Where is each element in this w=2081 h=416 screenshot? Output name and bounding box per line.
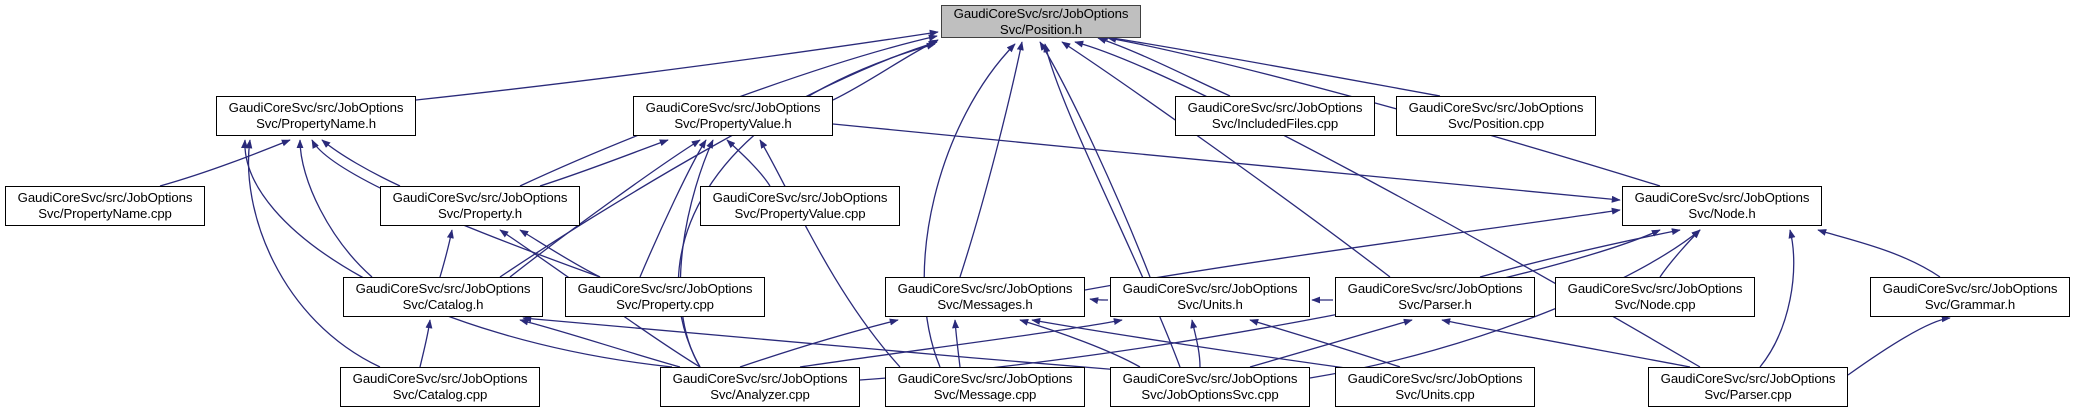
node-label-includedfiles_cpp: GaudiCoreSvc/src/JobOptions Svc/Included… (1187, 100, 1363, 131)
node-node_cpp[interactable]: GaudiCoreSvc/src/JobOptions Svc/Node.cpp (1555, 277, 1755, 317)
edge-position_cpp-to-position_h (1099, 33, 1441, 97)
edge-units_cpp-to-units_h (1249, 319, 1401, 368)
node-node_h[interactable]: GaudiCoreSvc/src/JobOptions Svc/Node.h (1622, 186, 1822, 226)
edge-catalog_h-to-property_h (439, 229, 454, 278)
edge-propertyvalue_h-to-node_h (832, 123, 1621, 203)
node-propertyname_cpp[interactable]: GaudiCoreSvc/src/JobOptions Svc/Property… (5, 186, 205, 226)
edge-joboptionssvc_cpp-to-node_h (1309, 229, 1701, 379)
node-propertyvalue_cpp[interactable]: GaudiCoreSvc/src/JobOptions Svc/Property… (700, 186, 900, 226)
node-label-parser_h: GaudiCoreSvc/src/JobOptions Svc/Parser.h (1347, 281, 1523, 312)
node-position_h[interactable]: GaudiCoreSvc/src/JobOptions Svc/Position… (941, 5, 1141, 38)
node-catalog_cpp[interactable]: GaudiCoreSvc/src/JobOptions Svc/Catalog.… (340, 367, 540, 407)
edge-parser_cpp-to-node_h (1759, 229, 1796, 368)
node-analyzer_cpp[interactable]: GaudiCoreSvc/src/JobOptions Svc/Analyzer… (660, 367, 860, 407)
node-units_cpp[interactable]: GaudiCoreSvc/src/JobOptions Svc/Units.cp… (1335, 367, 1535, 407)
edge-propertyname_cpp-to-propertyname_h (159, 139, 291, 187)
node-label-grammar_h: GaudiCoreSvc/src/JobOptions Svc/Grammar.… (1882, 281, 2058, 312)
edge-analyzer_cpp-to-catalog_h (519, 318, 681, 368)
edge-message_cpp-to-messages_h (952, 319, 961, 368)
node-label-message_cpp: GaudiCoreSvc/src/JobOptions Svc/Message.… (897, 371, 1073, 402)
node-label-joboptionssvc_cpp: GaudiCoreSvc/src/JobOptions Svc/JobOptio… (1122, 371, 1298, 402)
node-grammar_h[interactable]: GaudiCoreSvc/src/JobOptions Svc/Grammar.… (1870, 277, 2070, 317)
edge-catalog_h-to-propertyvalue_h (509, 139, 701, 278)
edge-catalog_cpp-to-propertyname_h (245, 139, 381, 368)
node-label-position_h: GaudiCoreSvc/src/JobOptions Svc/Position… (953, 5, 1129, 37)
edge-joboptionssvc_cpp-to-units_h (1190, 319, 1201, 368)
edge-parser_cpp-to-grammar_h (1847, 315, 1951, 376)
node-label-propertyvalue_h: GaudiCoreSvc/src/JobOptions Svc/Property… (645, 100, 821, 131)
node-label-catalog_cpp: GaudiCoreSvc/src/JobOptions Svc/Catalog.… (352, 371, 528, 402)
edge-propertyvalue_cpp-to-propertyvalue_h (726, 139, 771, 187)
edge-messages_h-to-position_h (959, 41, 1024, 278)
node-label-property_cpp: GaudiCoreSvc/src/JobOptions Svc/Property… (577, 281, 753, 312)
node-message_cpp[interactable]: GaudiCoreSvc/src/JobOptions Svc/Message.… (885, 367, 1085, 407)
edge-analyzer_cpp-to-messages_h (739, 318, 899, 368)
node-joboptionssvc_cpp[interactable]: GaudiCoreSvc/src/JobOptions Svc/JobOptio… (1110, 367, 1310, 407)
node-propertyname_h[interactable]: GaudiCoreSvc/src/JobOptions Svc/Property… (216, 96, 416, 136)
node-label-node_cpp: GaudiCoreSvc/src/JobOptions Svc/Node.cpp (1567, 281, 1743, 312)
node-messages_h[interactable]: GaudiCoreSvc/src/JobOptions Svc/Messages… (885, 277, 1085, 317)
edge-message_cpp-to-propertyvalue_h (759, 139, 901, 368)
node-label-units_cpp: GaudiCoreSvc/src/JobOptions Svc/Units.cp… (1347, 371, 1523, 402)
edge-catalog_h-to-position_h (499, 41, 938, 278)
edge-property_cpp-to-property_h (519, 229, 601, 278)
node-catalog_h[interactable]: GaudiCoreSvc/src/JobOptions Svc/Catalog.… (343, 277, 543, 317)
edge-analyzer_cpp-to-propertyname_h (241, 139, 673, 368)
node-label-position_cpp: GaudiCoreSvc/src/JobOptions Svc/Position… (1408, 100, 1584, 131)
node-label-propertyname_h: GaudiCoreSvc/src/JobOptions Svc/Property… (228, 100, 404, 131)
node-propertyvalue_h[interactable]: GaudiCoreSvc/src/JobOptions Svc/Property… (633, 96, 833, 136)
node-label-parser_cpp: GaudiCoreSvc/src/JobOptions Svc/Parser.c… (1660, 371, 1836, 402)
edge-catalog_cpp-to-catalog_h (419, 319, 433, 368)
edge-analyzer_cpp-to-propertyvalue_h (679, 139, 714, 368)
node-label-units_h: GaudiCoreSvc/src/JobOptions Svc/Units.h (1122, 281, 1298, 312)
node-label-catalog_h: GaudiCoreSvc/src/JobOptions Svc/Catalog.… (355, 281, 531, 312)
edge-includedfiles_cpp-to-position_h (1097, 37, 1231, 97)
edge-propertyname_h-to-position_h (415, 29, 939, 101)
edge-message_cpp-to-position_h (923, 43, 1016, 368)
node-label-node_h: GaudiCoreSvc/src/JobOptions Svc/Node.h (1634, 190, 1810, 221)
node-units_h[interactable]: GaudiCoreSvc/src/JobOptions Svc/Units.h (1110, 277, 1310, 317)
node-position_cpp[interactable]: GaudiCoreSvc/src/JobOptions Svc/Position… (1396, 96, 1596, 136)
edge-parser_h-to-position_h (1061, 41, 1391, 278)
node-property_h[interactable]: GaudiCoreSvc/src/JobOptions Svc/Property… (380, 186, 580, 226)
edge-property_cpp-to-propertyvalue_h (639, 139, 707, 278)
node-label-propertyname_cpp: GaudiCoreSvc/src/JobOptions Svc/Property… (17, 190, 193, 221)
edge-parser_cpp-to-position_h (1074, 40, 1701, 368)
node-parser_cpp[interactable]: GaudiCoreSvc/src/JobOptions Svc/Parser.c… (1648, 367, 1848, 407)
node-label-propertyvalue_cpp: GaudiCoreSvc/src/JobOptions Svc/Property… (712, 190, 888, 221)
node-property_cpp[interactable]: GaudiCoreSvc/src/JobOptions Svc/Property… (565, 277, 765, 317)
edge-catalog_h-to-propertyname_h (296, 139, 373, 278)
node-label-messages_h: GaudiCoreSvc/src/JobOptions Svc/Messages… (897, 281, 1073, 312)
edge-units_h-to-position_h (1039, 41, 1151, 278)
edge-property_h-to-propertyvalue_h (539, 139, 669, 187)
node-label-analyzer_cpp: GaudiCoreSvc/src/JobOptions Svc/Analyzer… (672, 371, 848, 402)
edge-units_h-to-messages_h (1089, 297, 1109, 305)
edge-parser_cpp-to-parser_h (1441, 318, 1691, 368)
node-label-property_h: GaudiCoreSvc/src/JobOptions Svc/Property… (392, 190, 568, 221)
edge-joboptionssvc_cpp-to-catalog_h (522, 315, 1121, 371)
edge-joboptionssvc_cpp-to-position_h (1043, 43, 1181, 368)
edge-property_h-to-propertyname_h (321, 139, 401, 187)
node-includedfiles_cpp[interactable]: GaudiCoreSvc/src/JobOptions Svc/Included… (1175, 96, 1375, 136)
node-parser_h[interactable]: GaudiCoreSvc/src/JobOptions Svc/Parser.h (1335, 277, 1535, 317)
edge-joboptionssvc_cpp-to-parser_h (1249, 318, 1413, 368)
edge-grammar_h-to-node_h (1817, 229, 1941, 278)
edge-analyzer_cpp-to-units_h (799, 318, 1123, 368)
edge-parser_h-to-node_h (1479, 228, 1681, 278)
